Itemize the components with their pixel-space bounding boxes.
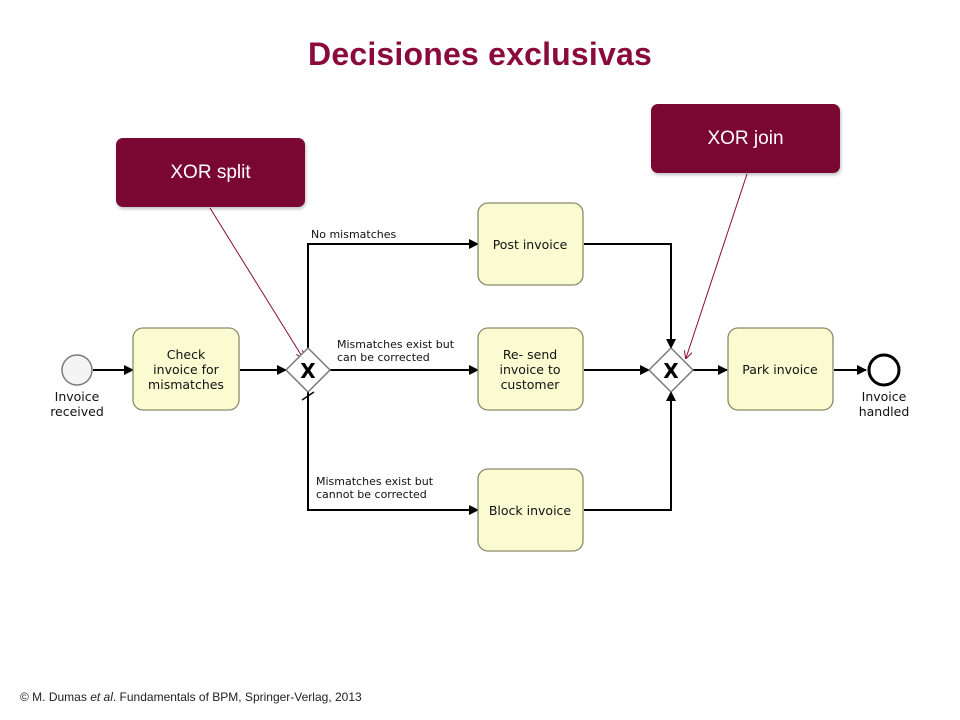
condition-not-correctable-line1: Mismatches exist but	[316, 475, 434, 488]
citation-footer: © M. Dumas et al. Fundamentals of BPM, S…	[20, 690, 362, 704]
task-block-invoice: Block invoice	[477, 468, 584, 552]
task-resend-line1: Re- send	[503, 347, 557, 362]
task-check-line3: mismatches	[148, 377, 224, 392]
task-post-invoice: Post invoice	[477, 202, 584, 286]
end-event-label-line1: Invoice	[862, 389, 907, 404]
condition-not-correctable-line2: cannot be corrected	[316, 488, 427, 501]
task-park-label: Park invoice	[742, 362, 818, 377]
task-check-line2: invoice for	[153, 362, 219, 377]
xor-join-symbol: X	[663, 359, 679, 383]
xor-join-gateway: X	[647, 346, 695, 394]
default-flow-slash	[301, 391, 315, 401]
xor-split-callout: XOR split	[116, 138, 305, 207]
split-pointer-line	[209, 207, 303, 358]
task-resend-line3: customer	[501, 377, 561, 392]
footer-suffix: . Fundamentals of BPM, Springer-Verlag, …	[112, 690, 362, 704]
start-event-label-line2: received	[50, 404, 104, 419]
task-check-line1: Check	[167, 347, 206, 362]
flow-split-to-block	[307, 390, 479, 515]
condition-correctable-line1: Mismatches exist but	[337, 338, 455, 351]
condition-correctable-line2: can be corrected	[337, 351, 430, 364]
task-block-label: Block invoice	[489, 503, 572, 518]
footer-prefix: © M. Dumas	[20, 690, 91, 704]
task-park-invoice: Park invoice	[727, 327, 834, 411]
start-event-label-line1: Invoice	[55, 389, 100, 404]
task-check-invoice: Check invoice for mismatches	[132, 327, 240, 411]
flow-block-to-join	[584, 391, 676, 511]
task-post-label: Post invoice	[493, 237, 568, 252]
flow-split-to-post	[307, 239, 479, 350]
end-event	[867, 353, 901, 387]
footer-etal: et al	[90, 690, 113, 704]
xor-split-symbol: X	[300, 359, 316, 383]
join-pointer-line	[686, 173, 748, 358]
slide-title: Decisiones exclusivas	[308, 36, 652, 72]
condition-no-mismatches: No mismatches	[311, 228, 397, 241]
task-resend-invoice: Re- send invoice to customer	[477, 327, 584, 411]
task-resend-line2: invoice to	[500, 362, 561, 377]
flow-post-to-join	[584, 243, 676, 349]
xor-join-callout: XOR join	[651, 104, 840, 173]
xor-split-gateway: X	[284, 346, 332, 394]
start-event	[61, 354, 93, 386]
end-event-label-line2: handled	[859, 404, 910, 419]
